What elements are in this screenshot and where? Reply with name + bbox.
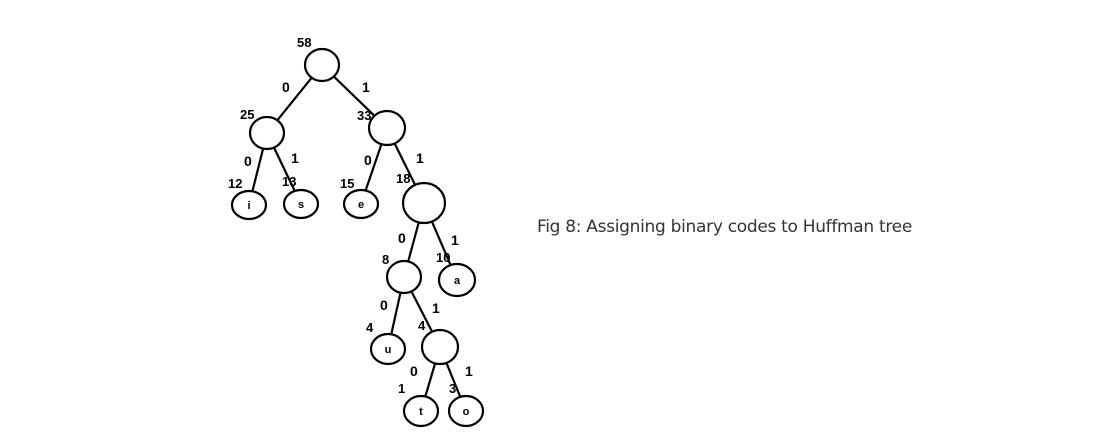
internal-node	[303, 47, 341, 83]
leaf-node-t	[402, 394, 440, 428]
node-symbol-label: e	[358, 199, 364, 211]
edge-bit-label: 0	[364, 152, 372, 168]
edge-bit-label: 1	[451, 232, 459, 248]
tree-edge	[410, 290, 434, 333]
internal-node	[385, 259, 423, 295]
edge-bit-label: 0	[398, 230, 406, 246]
tree-edge	[407, 222, 420, 262]
internal-node	[248, 115, 286, 151]
edge-bit-label: 1	[432, 300, 440, 316]
node-weight-label: 12	[228, 176, 242, 191]
internal-node	[420, 328, 460, 366]
leaf-node-u	[369, 332, 407, 366]
node-weight-label: 1	[398, 381, 405, 396]
node-weight-label: 3	[449, 381, 456, 396]
leaf-node-a	[437, 262, 477, 298]
leaf-node-e	[342, 188, 380, 220]
leaf-node-o	[447, 394, 485, 428]
node-weight-label: 13	[282, 174, 296, 189]
figure-caption: Fig 8: Assigning binary codes to Huffman…	[537, 217, 913, 237]
edge-bit-label: 0	[244, 153, 252, 169]
tree-edge	[251, 148, 265, 192]
tree-edge	[424, 363, 437, 397]
edge-bit-label: 1	[416, 150, 424, 166]
tree-edge	[430, 221, 452, 266]
tree-edge	[272, 147, 296, 192]
internal-node	[367, 109, 407, 147]
node-weight-label: 33	[357, 108, 371, 123]
leaf-node-i	[230, 189, 268, 221]
node-weight-label: 18	[396, 171, 410, 186]
tree-edge	[393, 142, 417, 186]
tree-edge	[276, 77, 313, 121]
node-weight-label: 10	[436, 250, 450, 265]
node-weight-label: 8	[382, 252, 389, 267]
edge-bit-label: 0	[282, 79, 290, 95]
node-weight-label: 4	[366, 320, 374, 335]
leaf-node-s	[282, 188, 320, 220]
edge-bit-label: 1	[362, 79, 370, 95]
edge-bit-label: 1	[465, 363, 473, 379]
node-symbol-label: a	[454, 275, 461, 287]
node-weight-label: 58	[297, 35, 311, 50]
node-symbol-label: o	[463, 406, 470, 418]
tree-edge	[445, 362, 462, 398]
tree-edge	[333, 75, 376, 117]
node-weight-label: 25	[240, 107, 254, 122]
node-weight-label: 15	[340, 176, 354, 191]
tree-edge	[390, 292, 402, 335]
node-symbol-label: s	[298, 199, 304, 211]
edge-bit-label: 0	[410, 363, 418, 379]
edge-bit-label: 0	[380, 297, 388, 313]
node-symbol-label: i	[247, 200, 250, 212]
node-weight-label: 4	[418, 318, 426, 333]
node-symbol-label: t	[419, 406, 423, 418]
internal-node	[401, 181, 447, 225]
edge-bit-label: 1	[291, 150, 299, 166]
node-symbol-label: u	[385, 344, 392, 356]
tree-edge	[364, 143, 383, 191]
